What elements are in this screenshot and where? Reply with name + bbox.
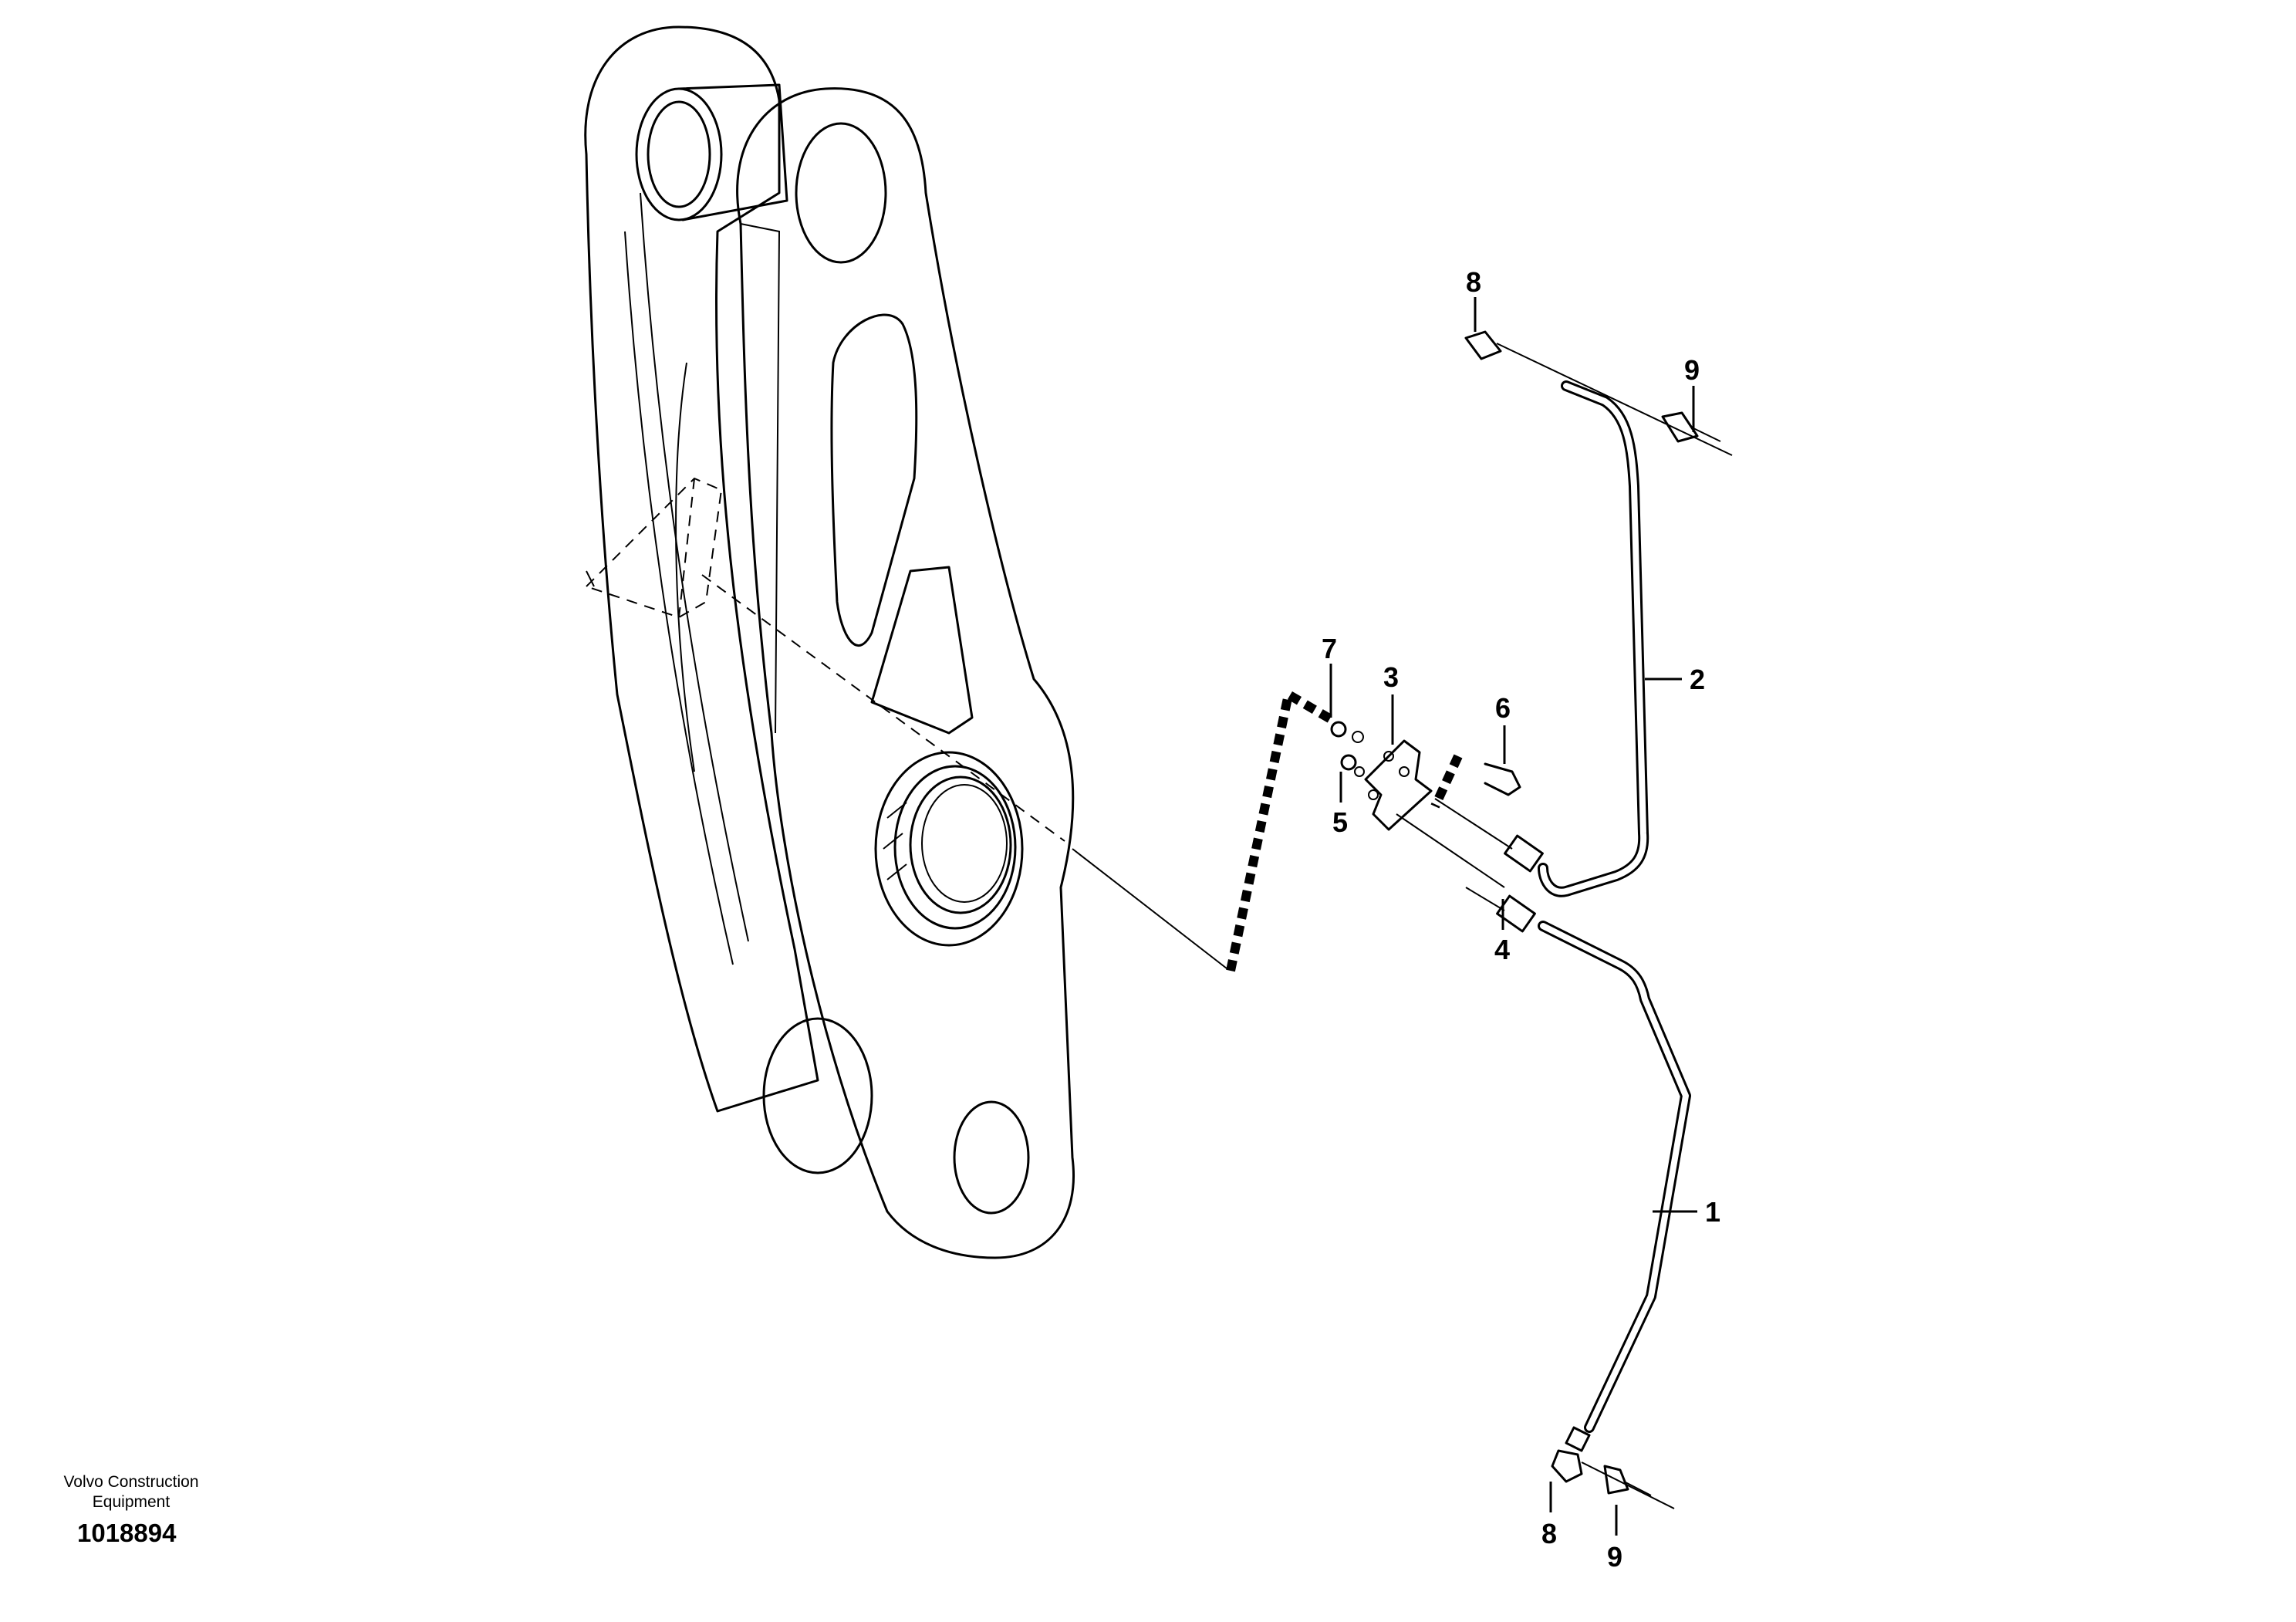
brand-line-2: Equipment (92, 1493, 171, 1511)
top-pin (677, 83, 788, 221)
fitting-9-bottom (1581, 1461, 1675, 1509)
fitting-9-top (1661, 411, 1721, 443)
pipe-1 (1538, 921, 1691, 1433)
callout-9-bottom: 9 (1607, 1541, 1622, 1573)
pivot-bushing (874, 751, 1024, 947)
callout-6: 6 (1495, 692, 1511, 724)
brand-caption: Volvo Construction Equipment (31, 1472, 231, 1512)
callout-4: 4 (1494, 934, 1510, 965)
distribution-block (1364, 739, 1433, 831)
document-number: 1018894 (77, 1519, 177, 1547)
hidden-grease-point (586, 477, 1227, 969)
elbow-fitting-8-bottom (1551, 1426, 1591, 1483)
grease-nipple-7 (1330, 721, 1364, 743)
grease-hose (1226, 687, 1463, 972)
callout-2: 2 (1690, 664, 1705, 695)
boom-link-rear-plate (584, 25, 873, 1174)
boom-link-front-plate (736, 87, 1075, 1259)
pipe-2 (1538, 380, 1649, 897)
callout-8-top: 8 (1466, 266, 1481, 298)
screw-6 (1484, 762, 1521, 796)
callout-1: 1 (1705, 1196, 1720, 1228)
callout-8-bottom: 8 (1541, 1518, 1557, 1549)
callout-leaders (1329, 297, 1697, 1536)
callout-7: 7 (1322, 633, 1337, 664)
callout-5: 5 (1332, 806, 1348, 838)
brand-line-1: Volvo Construction (63, 1473, 199, 1491)
connector-4 (1396, 798, 1544, 933)
callout-9-top: 9 (1684, 354, 1700, 386)
grease-nipple-5 (1340, 754, 1365, 777)
callout-3: 3 (1383, 661, 1399, 693)
